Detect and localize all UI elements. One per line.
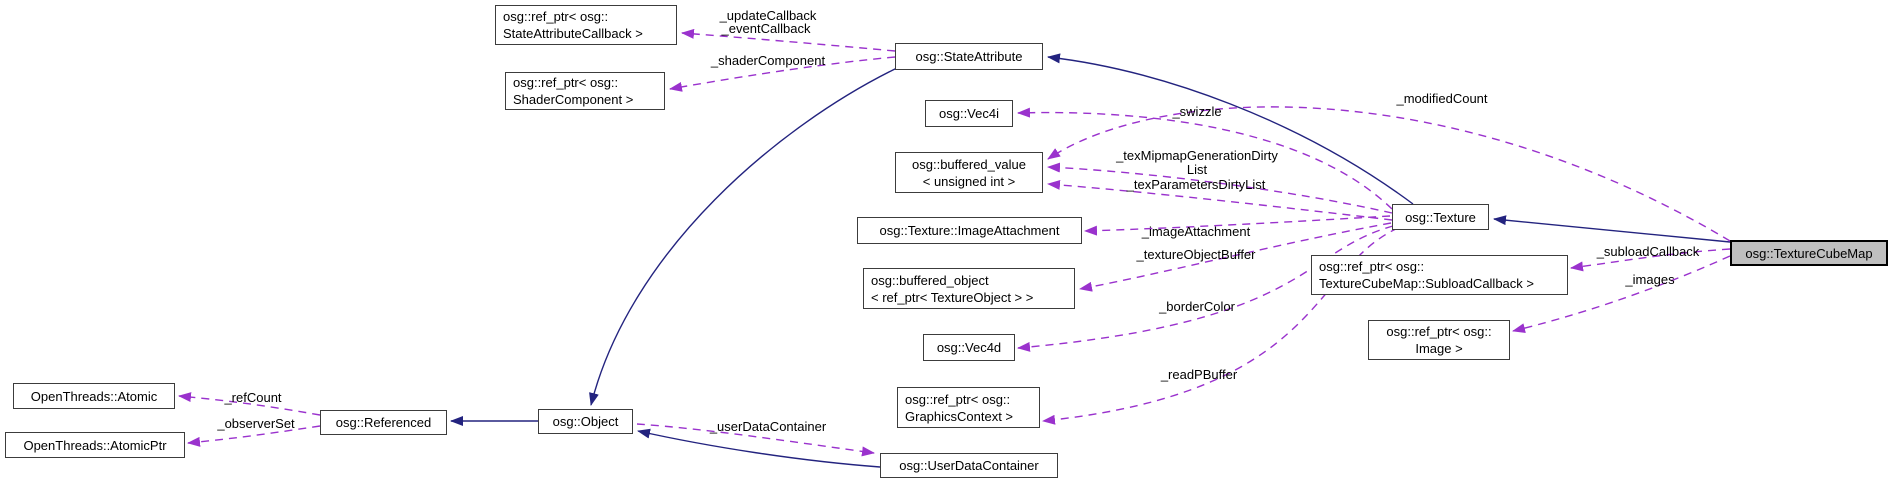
edge-label-u1-0: _updateCallback xyxy=(719,8,817,23)
edge-label-u6-0: _texParametersDirtyList xyxy=(1126,177,1266,192)
edge-usage-updatecallback-eventcallback xyxy=(681,28,896,52)
edge-inheritance-texture-to-stateattribute xyxy=(1047,53,1414,205)
class-node-ref-shadercomponent[interactable]: osg::ref_ptr< osg:: ShaderComponent > xyxy=(505,72,665,110)
edge-inheritance-stateattribute-to-object xyxy=(589,67,898,406)
edge-label-u1-1: _eventCallback xyxy=(721,21,811,36)
edge-usage-shadercomponent xyxy=(669,56,896,92)
class-node-ref-image[interactable]: osg::ref_ptr< osg:: Image > xyxy=(1368,320,1510,360)
edge-label-u9-0: _borderColor xyxy=(1159,299,1235,314)
edge-label-u11-0: _subloadCallback xyxy=(1596,244,1700,259)
edge-label-u8-0: _textureObjectBuffer xyxy=(1136,247,1256,262)
edge-inheritance-userdatacontainer-to-object xyxy=(637,428,881,468)
class-node-ref-subloadcallback[interactable]: osg::ref_ptr< osg:: TextureCubeMap::Subl… xyxy=(1311,255,1568,295)
edge-usage-subloadcallback xyxy=(1570,248,1731,272)
class-node-ref-graphicscontext[interactable]: osg::ref_ptr< osg:: GraphicsContext > xyxy=(897,387,1040,428)
class-node-buffered-value[interactable]: osg::buffered_value < unsigned int > xyxy=(895,152,1043,193)
class-node-vec4i[interactable]: osg::Vec4i xyxy=(925,100,1013,127)
edge-usage-modifiedcount xyxy=(1047,106,1731,242)
edge-label-u10-0: _readPBuffer xyxy=(1160,367,1238,382)
edge-usage-swizzle xyxy=(1017,107,1393,210)
edge-usage-userdatacontainer xyxy=(636,423,875,457)
edge-usage-observerset xyxy=(187,425,321,447)
class-node-texturecubemap: osg::TextureCubeMap xyxy=(1730,240,1888,266)
edge-label-u2-0: _shaderComponent xyxy=(710,53,826,68)
class-node-buffered-object[interactable]: osg::buffered_object < ref_ptr< TextureO… xyxy=(863,268,1075,309)
class-node-atomic[interactable]: OpenThreads::Atomic xyxy=(13,383,175,409)
edge-usage-readpbuffer xyxy=(1042,227,1399,425)
edge-usage-refcount xyxy=(178,392,321,416)
edge-label-u14-0: _observerSet xyxy=(217,416,295,431)
edge-inheritance-texturecubemap-to-texture xyxy=(1493,215,1731,243)
edge-usage-textureobjectbuffer xyxy=(1079,222,1392,292)
class-node-vec4d[interactable]: osg::Vec4d xyxy=(923,334,1015,361)
class-node-object[interactable]: osg::Object xyxy=(538,409,633,434)
edge-usage-images xyxy=(1512,255,1731,334)
edge-label-u3-0: _swizzle xyxy=(1172,104,1222,119)
class-node-texture[interactable]: osg::Texture xyxy=(1392,204,1489,230)
class-node-userdatacontainer[interactable]: osg::UserDataContainer xyxy=(880,453,1058,478)
edge-label-u13-0: _refCount xyxy=(224,390,282,405)
edge-label-u4-0: _modifiedCount xyxy=(1396,91,1488,106)
edge-label-u15-0: _userDataContainer xyxy=(709,419,827,434)
class-node-ref-stateattributecallback[interactable]: osg::ref_ptr< osg:: StateAttributeCallba… xyxy=(495,5,677,45)
class-node-stateattribute[interactable]: osg::StateAttribute xyxy=(895,43,1043,70)
edge-usage-texparametersdirtylist xyxy=(1047,179,1393,221)
class-node-atomicptr[interactable]: OpenThreads::AtomicPtr xyxy=(5,432,185,458)
edge-label-u5-0: _texMipmapGenerationDirty List xyxy=(1116,148,1278,177)
edge-label-u12-0: _images xyxy=(1625,272,1675,287)
edge-usage-texmipmapgenerationdirtylist xyxy=(1047,162,1393,214)
edge-label-u7-0: _imageAttachment xyxy=(1141,224,1251,239)
edge-usage-bordercolor xyxy=(1017,225,1394,352)
edge-usage-imageattachment xyxy=(1084,215,1391,236)
class-node-referenced[interactable]: osg::Referenced xyxy=(320,410,447,435)
class-node-imageattachment[interactable]: osg::Texture::ImageAttachment xyxy=(857,217,1082,244)
